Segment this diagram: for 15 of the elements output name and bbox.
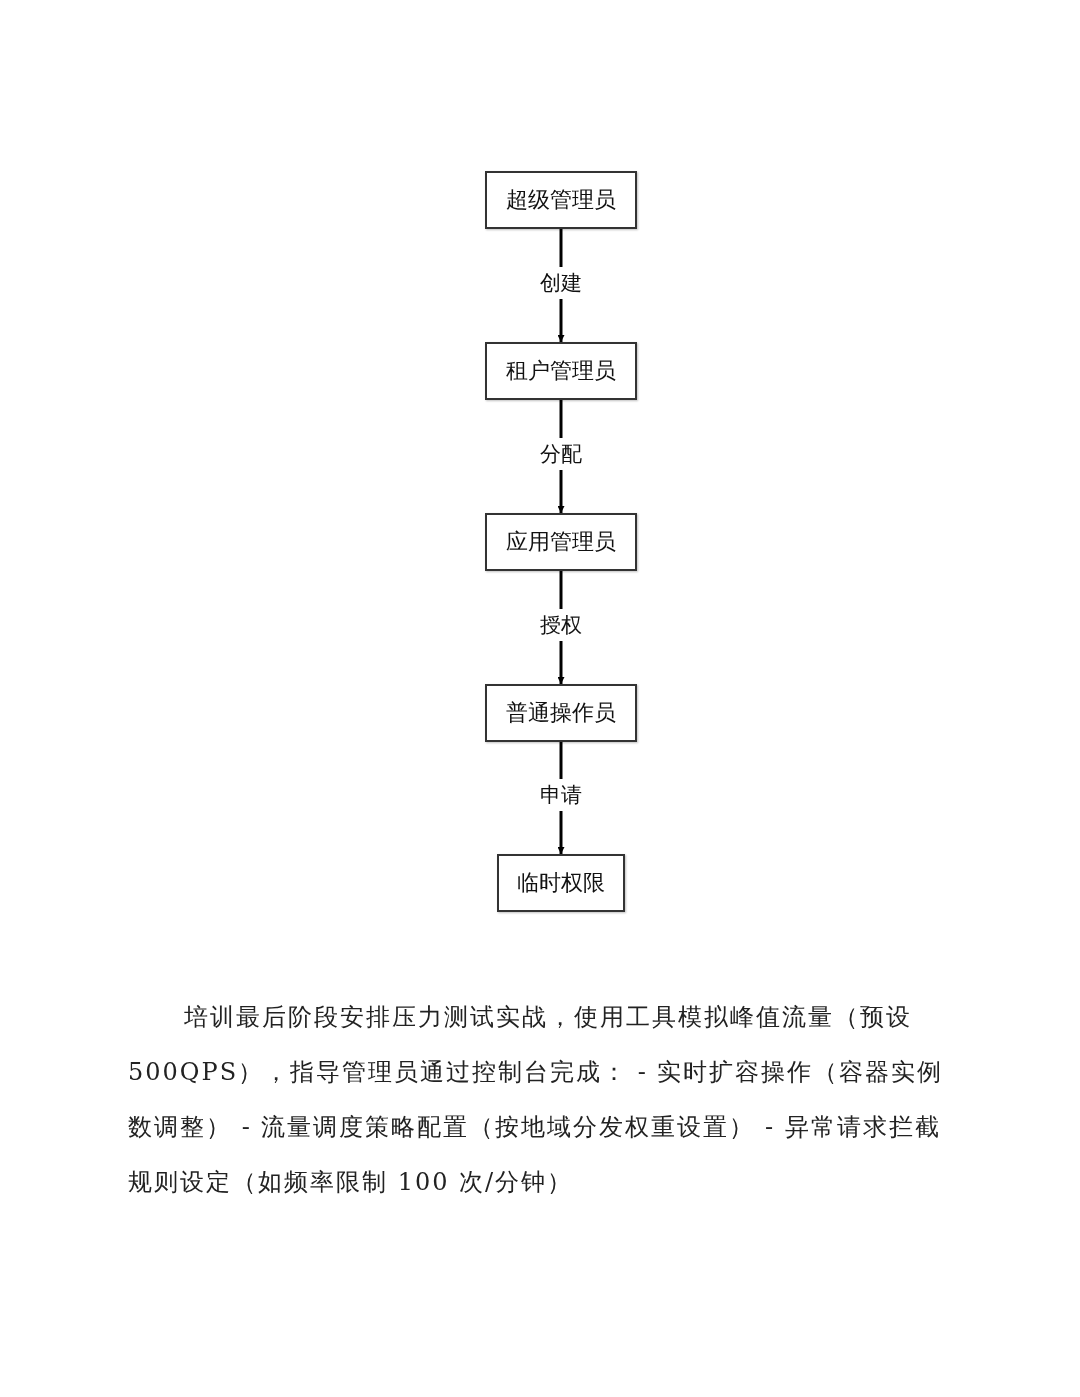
- process-box: [485, 684, 637, 742]
- process-box: [497, 854, 625, 912]
- process-box: [485, 513, 637, 571]
- box-label: 应用管理员: [506, 528, 616, 556]
- box-label: 租户管理员: [506, 357, 616, 385]
- process-box: [485, 342, 637, 400]
- edge-label: 分配: [540, 437, 582, 470]
- process-box: [485, 171, 637, 229]
- box-label: 超级管理员: [506, 186, 616, 214]
- box-label: 临时权限: [517, 869, 605, 897]
- edge-label: 创建: [540, 266, 582, 299]
- edge-label: 申请: [540, 779, 582, 811]
- edge-label: 授权: [540, 608, 582, 641]
- caption-paragraph: 培训最后阶段安排压力测试实战，使用工具模拟峰值流量（预设 500QPS），指导管理员通过控制台完成： - 实时扩容操作（容器实例数调整） - 流量调度策略配置（按地域分发权重设置） - 异常请求拦截规则设定（如频率限制 100 次/分钟）: [128, 1002, 945, 1198]
- box-label: 普通操作员: [506, 699, 616, 727]
